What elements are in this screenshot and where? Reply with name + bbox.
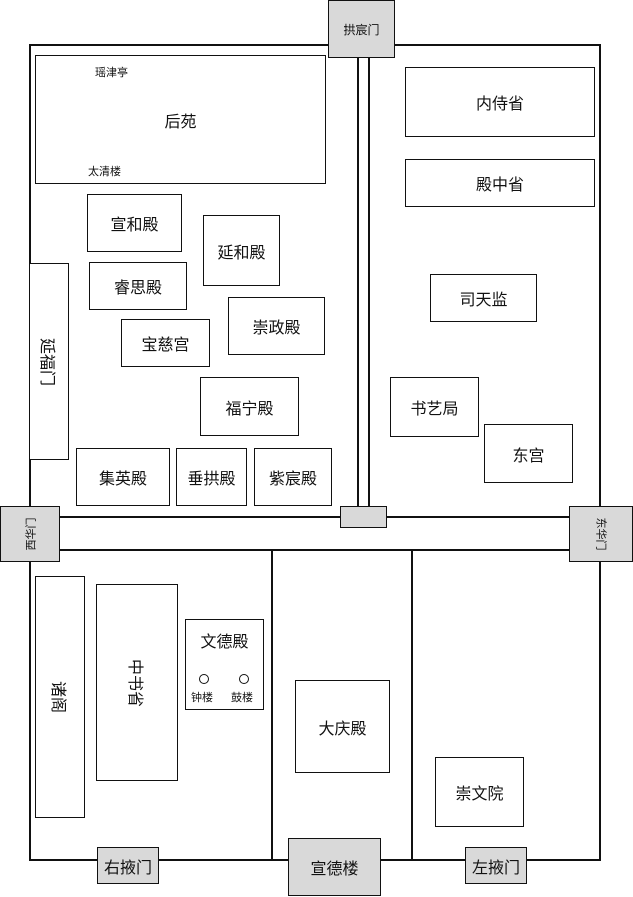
drum-tower-label: 鼓楼 xyxy=(231,691,253,704)
sitian-bureau: 司天监 xyxy=(430,274,537,322)
jiying-hall-label: 集英殿 xyxy=(98,469,147,488)
south-divider-right xyxy=(411,549,413,861)
bell-tower-icon xyxy=(199,674,209,684)
bell-tower-label: 钟楼 xyxy=(191,691,213,704)
ew-road-top-line xyxy=(60,516,569,518)
chuigong-hall-label: 垂拱殿 xyxy=(187,469,236,488)
zuoye-gate-label: 左掖门 xyxy=(471,857,520,877)
xihua-gate-label: 西华门 xyxy=(24,517,37,551)
baoci-palace-label: 宝慈宫 xyxy=(141,335,190,354)
shuyi-bureau: 书艺局 xyxy=(390,377,479,437)
taiqing-tower-label: 太清楼 xyxy=(88,165,121,178)
south-divider-left xyxy=(271,549,273,861)
zhuge-pavilions: 诸阁 xyxy=(35,576,85,818)
youye-gate: 右掖门 xyxy=(97,847,159,884)
xuande-tower-label: 宣德楼 xyxy=(310,859,359,878)
neishi-office-label: 内侍省 xyxy=(475,94,524,113)
zichen-hall: 紫宸殿 xyxy=(254,448,332,506)
xihua-gate: 西华门 xyxy=(0,506,60,562)
central-road-left-line xyxy=(357,58,359,506)
xuanhe-hall-label: 宣和殿 xyxy=(110,215,159,234)
daqing-hall-label: 大庆殿 xyxy=(318,718,367,738)
donggong-palace-label: 东宫 xyxy=(512,445,545,465)
ruisi-hall-label: 睿思殿 xyxy=(113,278,162,297)
zhongshu-office: 中书省 xyxy=(96,584,178,781)
zhongshu-office-label: 中书省 xyxy=(125,658,145,707)
zichen-hall-label: 紫宸殿 xyxy=(268,469,317,488)
xuanhe-hall: 宣和殿 xyxy=(87,194,182,252)
yanhe-hall-label: 延和殿 xyxy=(217,242,266,262)
zuoye-gate: 左掖门 xyxy=(465,847,527,884)
yanfu-gate-label: 延福门 xyxy=(38,337,58,386)
donggong-palace: 东宫 xyxy=(484,424,573,483)
donghua-gate-label: 东华门 xyxy=(594,517,607,551)
central-road-right-line xyxy=(368,58,370,506)
ruisi-hall: 睿思殿 xyxy=(89,262,187,310)
drum-tower-icon xyxy=(239,674,249,684)
jiying-hall: 集英殿 xyxy=(76,448,170,506)
chongwen-academy: 崇文院 xyxy=(435,757,524,827)
donghua-gate: 东华门 xyxy=(569,506,633,562)
central-junction-block xyxy=(340,506,387,528)
shuyi-bureau-label: 书艺局 xyxy=(410,399,459,418)
yanfu-gate: 延福门 xyxy=(29,263,69,460)
xuande-tower: 宣德楼 xyxy=(288,838,381,896)
gongchen-gate-label: 拱宸门 xyxy=(343,22,380,37)
neishi-office: 内侍省 xyxy=(405,67,595,137)
baoci-palace: 宝慈宫 xyxy=(121,319,210,367)
youye-gate-label: 右掖门 xyxy=(103,857,152,877)
yanhe-hall: 延和殿 xyxy=(203,215,280,286)
daqing-hall: 大庆殿 xyxy=(295,680,390,773)
funing-hall: 福宁殿 xyxy=(200,377,299,436)
dianzhong-office: 殿中省 xyxy=(405,159,595,207)
dianzhong-office-label: 殿中省 xyxy=(475,175,524,194)
chongzheng-hall-label: 崇政殿 xyxy=(252,318,301,337)
chongwen-academy-label: 崇文院 xyxy=(455,784,504,803)
chongzheng-hall: 崇政殿 xyxy=(228,297,325,355)
gongchen-gate: 拱宸门 xyxy=(328,0,395,58)
funing-hall-label: 福宁殿 xyxy=(225,398,274,418)
ew-road-bottom-line xyxy=(60,549,569,551)
houyuan-label: 后苑 xyxy=(164,111,197,131)
wende-hall: 文德殿 xyxy=(185,619,264,710)
wende-hall-label: 文德殿 xyxy=(200,632,249,651)
sitian-bureau-label: 司天监 xyxy=(459,290,508,309)
yaojin-pavilion-label: 瑶津亭 xyxy=(95,66,128,79)
zhuge-pavilions-label: 诸阁 xyxy=(48,680,68,714)
houyuan-garden: 后苑 xyxy=(35,55,326,184)
chuigong-hall: 垂拱殿 xyxy=(176,448,247,506)
